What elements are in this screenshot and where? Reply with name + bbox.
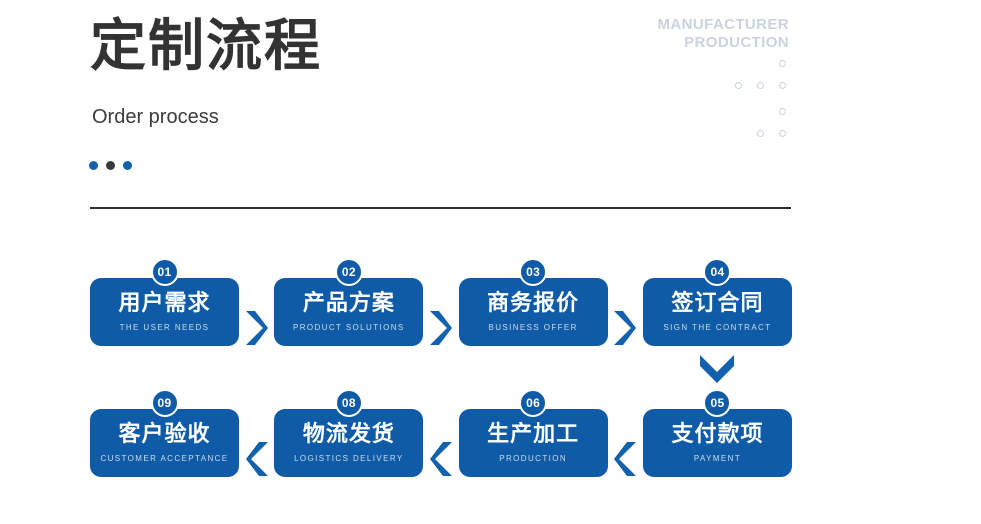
dot-dark-icon — [106, 161, 115, 170]
flow-step-title-cn: 签订合同 — [671, 290, 764, 316]
grid-dot-icon-5 — [779, 108, 786, 115]
flow-step-title-en: SIGN THE CONTRACT — [663, 322, 772, 332]
flow-step-number-badge: 05 — [703, 389, 732, 417]
grid-dot-icon-7 — [779, 130, 786, 137]
flow-step-title-en: THE USER NEEDS — [119, 322, 210, 332]
flow-step-title-cn: 生产加工 — [487, 421, 580, 447]
header: 定制流程 Order process — [90, 12, 610, 130]
flow-row-top: 用户需求 THE USER NEEDS 01 产品方案 PRODUCT SOLUTION… — [90, 258, 792, 363]
flow-step-08[interactable]: 物流发货 LOGISTICS DELIVERY 08 — [274, 389, 424, 489]
chevron-glyph — [245, 311, 268, 345]
flow-step-box[interactable]: 签订合同 SIGN THE CONTRACT — [642, 278, 792, 346]
flow-step-number-badge: 06 — [519, 389, 548, 417]
watermark-line-1: MANUFACTURER — [657, 16, 789, 33]
chevron-down-icon — [700, 355, 734, 383]
flow-step-title-cn: 产品方案 — [302, 290, 395, 316]
flow-step-06[interactable]: 生产加工 PRODUCTION 06 — [458, 389, 608, 489]
decorative-dot-row — [89, 161, 132, 170]
flow-step-box[interactable]: 商务报价 BUSINESS OFFER — [458, 278, 608, 346]
flow-step-number-badge: 08 — [334, 389, 363, 417]
flow-step-number-badge: 03 — [519, 258, 548, 286]
flow-step-title-cn: 用户需求 — [118, 290, 211, 316]
chevron-left-icon — [239, 409, 274, 509]
flow-step-box[interactable]: 支付款项 PAYMENT — [642, 409, 792, 477]
flow-step-title-en: PRODUCT SOLUTIONS — [292, 322, 405, 332]
header-divider — [90, 207, 791, 209]
dot-grid-decoration — [735, 60, 795, 145]
chevron-glyph — [614, 311, 637, 345]
grid-dot-icon-3 — [757, 82, 764, 89]
grid-dot-icon-2 — [735, 82, 742, 89]
flow-step-box[interactable]: 物流发货 LOGISTICS DELIVERY — [274, 409, 424, 477]
page-subtitle: Order process — [92, 106, 219, 128]
grid-dot-icon-4 — [779, 82, 786, 89]
chevron-left-icon — [423, 409, 458, 509]
flow-step-box[interactable]: 客户验收 CUSTOMER ACCEPTANCE — [90, 409, 239, 477]
flow-step-05[interactable]: 支付款项 PAYMENT 05 — [642, 389, 792, 489]
order-process-flow: 用户需求 THE USER NEEDS 01 产品方案 PRODUCT SOLUTION… — [90, 258, 792, 494]
flow-step-title-cn: 物流发货 — [302, 421, 395, 447]
chevron-glyph — [245, 442, 268, 476]
flow-step-02[interactable]: 产品方案 PRODUCT SOLUTIONS 02 — [274, 258, 424, 358]
flow-step-number-badge: 04 — [703, 258, 732, 286]
dot-blue-2-icon — [123, 161, 132, 170]
chevron-left-icon — [608, 409, 643, 509]
flow-step-title-en: PAYMENT — [693, 453, 742, 463]
watermark-text: MANUFACTURER PRODUCTION — [658, 16, 789, 52]
grid-dot-icon-6 — [757, 130, 764, 137]
flow-step-number-badge: 01 — [150, 258, 179, 286]
watermark-line-2: PRODUCTION — [684, 34, 789, 51]
flow-step-title-cn: 商务报价 — [487, 290, 580, 316]
flow-step-box[interactable]: 用户需求 THE USER NEEDS — [90, 278, 239, 346]
flow-step-box[interactable]: 生产加工 PRODUCTION — [458, 409, 608, 477]
flow-step-title-cn: 客户验收 — [118, 421, 211, 447]
grid-dot-icon-1 — [779, 60, 786, 67]
chevron-right-icon — [608, 278, 643, 378]
page-title: 定制流程 — [90, 14, 322, 79]
flow-step-03[interactable]: 商务报价 BUSINESS OFFER 03 — [458, 258, 608, 358]
flow-step-number-badge: 09 — [150, 389, 179, 417]
flow-step-01[interactable]: 用户需求 THE USER NEEDS 01 — [90, 258, 239, 358]
flow-step-title-cn: 支付款项 — [671, 421, 764, 447]
dot-blue-1-icon — [89, 161, 98, 170]
chevron-glyph — [614, 442, 637, 476]
flow-step-title-en: PRODUCTION — [499, 453, 568, 463]
flow-step-04[interactable]: 签订合同 SIGN THE CONTRACT 04 — [642, 258, 792, 358]
flow-step-number-badge: 02 — [334, 258, 363, 286]
chevron-glyph — [429, 442, 452, 476]
chevron-glyph — [429, 311, 452, 345]
chevron-right-icon — [423, 278, 458, 378]
chevron-right-icon — [239, 278, 274, 378]
flow-step-title-en: LOGISTICS DELIVERY — [294, 453, 404, 463]
flow-step-title-en: BUSINESS OFFER — [488, 322, 578, 332]
flow-step-title-en: CUSTOMER ACCEPTANCE — [100, 453, 229, 463]
flow-step-09[interactable]: 客户验收 CUSTOMER ACCEPTANCE 09 — [90, 389, 239, 489]
flow-row-bottom: 客户验收 CUSTOMER ACCEPTANCE 09 物流发货 LOGISTICS D… — [90, 389, 792, 494]
flow-step-box[interactable]: 产品方案 PRODUCT SOLUTIONS — [274, 278, 424, 346]
